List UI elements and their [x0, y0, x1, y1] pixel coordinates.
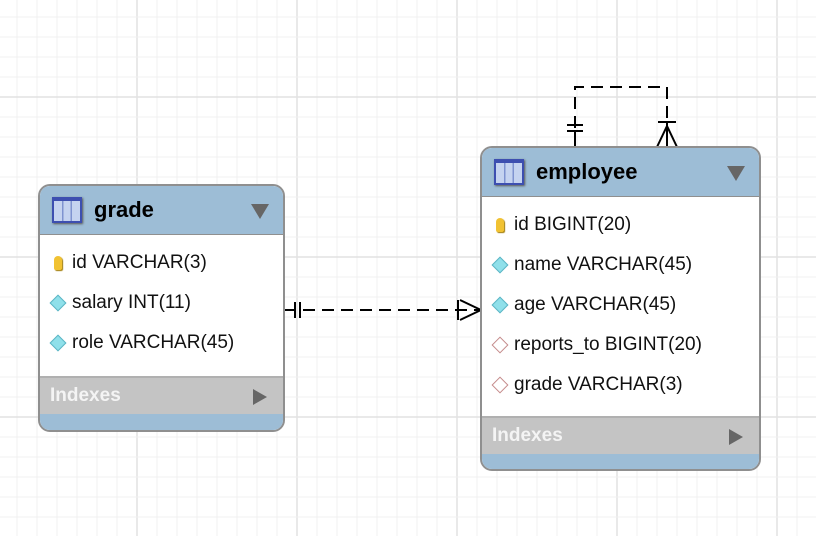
table-footer — [482, 454, 759, 469]
table-icon — [52, 197, 82, 223]
column-label: id VARCHAR(3) — [72, 252, 207, 273]
column-row[interactable]: grade VARCHAR(3) — [482, 365, 759, 405]
collapse-triangle-icon[interactable] — [251, 204, 269, 219]
table-header[interactable]: grade — [40, 186, 283, 235]
expand-triangle-icon[interactable] — [729, 429, 743, 445]
indexes-section[interactable]: Indexes — [40, 376, 283, 414]
crows-foot-icon — [656, 122, 678, 148]
column-label: role VARCHAR(45) — [72, 332, 235, 353]
column-diamond-icon — [490, 256, 510, 274]
table-icon — [494, 159, 524, 185]
column-label: salary INT(11) — [72, 292, 191, 313]
table-title: employee — [536, 159, 638, 184]
indexes-section[interactable]: Indexes — [482, 416, 759, 454]
collapse-triangle-icon[interactable] — [727, 166, 745, 181]
indexes-label: Indexes — [50, 385, 121, 406]
column-row[interactable]: age VARCHAR(45) — [482, 285, 759, 325]
table-employee[interactable]: employee id BIGINT(20) name VARCHAR(45) ag… — [480, 146, 761, 471]
column-label: grade VARCHAR(3) — [514, 374, 683, 395]
column-row[interactable]: name VARCHAR(45) — [482, 245, 759, 285]
column-diamond-icon — [48, 334, 68, 352]
primary-key-icon — [490, 218, 510, 232]
self-relationship[interactable] — [574, 86, 668, 147]
expand-triangle-icon[interactable] — [253, 389, 267, 405]
column-row[interactable]: role VARCHAR(45) — [40, 323, 283, 363]
foreign-key-diamond-icon — [490, 376, 510, 394]
foreign-key-diamond-icon — [490, 336, 510, 354]
primary-key-icon — [48, 256, 68, 270]
column-row[interactable]: salary INT(11) — [40, 283, 283, 323]
column-diamond-icon — [490, 296, 510, 314]
column-diamond-icon — [48, 294, 68, 312]
indexes-label: Indexes — [492, 425, 563, 446]
column-label: reports_to BIGINT(20) — [514, 334, 702, 355]
table-footer — [40, 414, 283, 430]
column-row[interactable]: reports_to BIGINT(20) — [482, 325, 759, 365]
column-row[interactable]: id BIGINT(20) — [482, 205, 759, 245]
crows-foot-icon — [457, 299, 482, 321]
column-label: name VARCHAR(45) — [514, 254, 693, 275]
column-row[interactable]: id VARCHAR(3) — [40, 243, 283, 283]
table-title: grade — [94, 197, 154, 222]
column-label: id BIGINT(20) — [514, 214, 632, 235]
table-header[interactable]: employee — [482, 148, 759, 197]
column-label: age VARCHAR(45) — [514, 294, 677, 315]
table-grade[interactable]: grade id VARCHAR(3) salary INT(11) role VA… — [38, 184, 285, 432]
